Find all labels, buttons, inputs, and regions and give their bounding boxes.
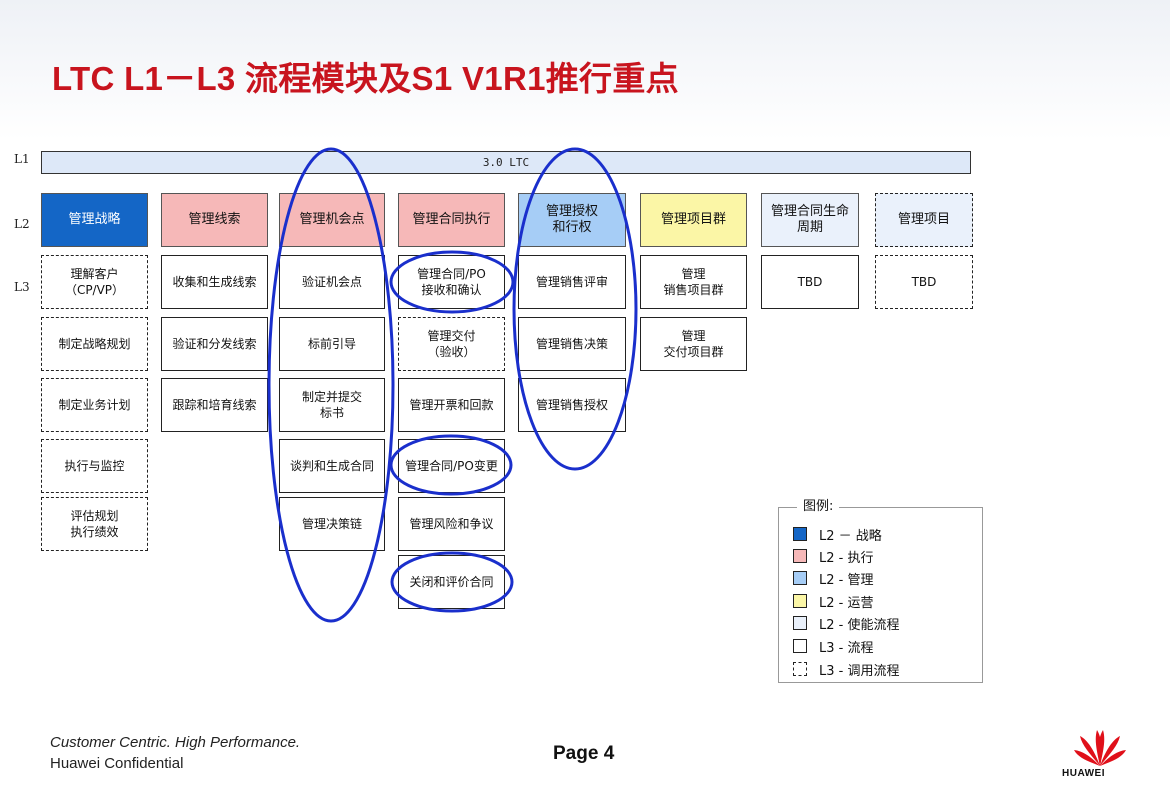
- legend-item: L2 - 运营: [793, 592, 874, 611]
- huawei-logo-icon: [1074, 730, 1126, 766]
- l3-process-box: 验证机会点: [279, 255, 385, 309]
- legend-item: L2 - 使能流程: [793, 614, 900, 633]
- legend-label: L2 - 管理: [819, 572, 874, 588]
- l3-process-box: 管理决策链: [279, 497, 385, 551]
- l3-process-box: TBD: [761, 255, 859, 309]
- l2-process-box: 管理战略: [41, 193, 148, 247]
- l3-process-box: 管理销售评审: [518, 255, 626, 309]
- page-title: LTC L1－L3 流程模块及S1 V1R1推行重点: [52, 60, 679, 97]
- legend-swatch: [793, 594, 807, 608]
- legend-swatch: [793, 527, 807, 541]
- page-number: Page 4: [553, 743, 615, 764]
- legend-label: L3 - 调用流程: [819, 663, 900, 679]
- legend-item: L2 - 管理: [793, 569, 874, 588]
- level-label-l2: L2: [14, 217, 30, 231]
- l1-process-bar: 3.0 LTC: [41, 151, 971, 174]
- l3-process-box: 管理风险和争议: [398, 497, 505, 551]
- legend-swatch: [793, 662, 807, 676]
- footer-confidential: Huawei Confidential: [50, 755, 184, 772]
- legend-swatch: [793, 616, 807, 630]
- legend-item: L2 - 执行: [793, 547, 874, 566]
- legend-title: 图例:: [797, 495, 840, 514]
- l3-process-box: 管理交付 （验收）: [398, 317, 505, 371]
- l3-process-box: 管理 销售项目群: [640, 255, 747, 309]
- l3-process-box: 理解客户 （CP/VP）: [41, 255, 148, 309]
- level-label-l1: L1: [14, 152, 30, 166]
- l3-process-box: 制定并提交 标书: [279, 378, 385, 432]
- legend-label: L2 - 运营: [819, 595, 874, 611]
- l2-process-box: 管理授权 和行权: [518, 193, 626, 247]
- l2-process-box: 管理线索: [161, 193, 268, 247]
- l3-process-box: 制定战略规划: [41, 317, 148, 371]
- footer-slogan: Customer Centric. High Performance.: [50, 734, 301, 751]
- legend-label: L2 - 执行: [819, 550, 874, 566]
- brand-name: HUAWEI: [1062, 768, 1105, 779]
- legend-label: L3 - 流程: [819, 640, 874, 656]
- l3-process-box: TBD: [875, 255, 973, 309]
- legend-swatch: [793, 571, 807, 585]
- l2-process-box: 管理机会点: [279, 193, 385, 247]
- l3-process-box: 验证和分发线索: [161, 317, 268, 371]
- l3-process-box: 执行与监控: [41, 439, 148, 493]
- l3-process-box: 管理销售决策: [518, 317, 626, 371]
- l2-process-box: 管理项目: [875, 193, 973, 247]
- l3-process-box: 评估规划 执行绩效: [41, 497, 148, 551]
- l3-process-box: 收集和生成线索: [161, 255, 268, 309]
- l3-process-box: 标前引导: [279, 317, 385, 371]
- l2-process-box: 管理合同执行: [398, 193, 505, 247]
- legend-swatch: [793, 549, 807, 563]
- legend-swatch: [793, 639, 807, 653]
- l3-process-box: 管理合同/PO变更: [398, 439, 505, 493]
- legend-item: L3 - 流程: [793, 637, 874, 656]
- l3-process-box: 跟踪和培育线索: [161, 378, 268, 432]
- l3-process-box: 管理开票和回款: [398, 378, 505, 432]
- l3-process-box: 谈判和生成合同: [279, 439, 385, 493]
- legend: L2 － 战略 L2 - 执行 L2 - 管理 L2 - 运营 L2 - 使能流程 L3 …: [778, 507, 983, 683]
- level-label-l3: L3: [14, 280, 30, 294]
- l3-process-box: 管理 交付项目群: [640, 317, 747, 371]
- l3-process-box: 关闭和评价合同: [398, 555, 505, 609]
- legend-item: L3 - 调用流程: [793, 660, 900, 679]
- l3-process-box: 管理合同/PO 接收和确认: [398, 255, 505, 309]
- legend-label: L2 － 战略: [819, 528, 882, 544]
- legend-label: L2 - 使能流程: [819, 617, 900, 633]
- l2-process-box: 管理项目群: [640, 193, 747, 247]
- l3-process-box: 管理销售授权: [518, 378, 626, 432]
- legend-item: L2 － 战略: [793, 525, 882, 544]
- l2-process-box: 管理合同生命 周期: [761, 193, 859, 247]
- l3-process-box: 制定业务计划: [41, 378, 148, 432]
